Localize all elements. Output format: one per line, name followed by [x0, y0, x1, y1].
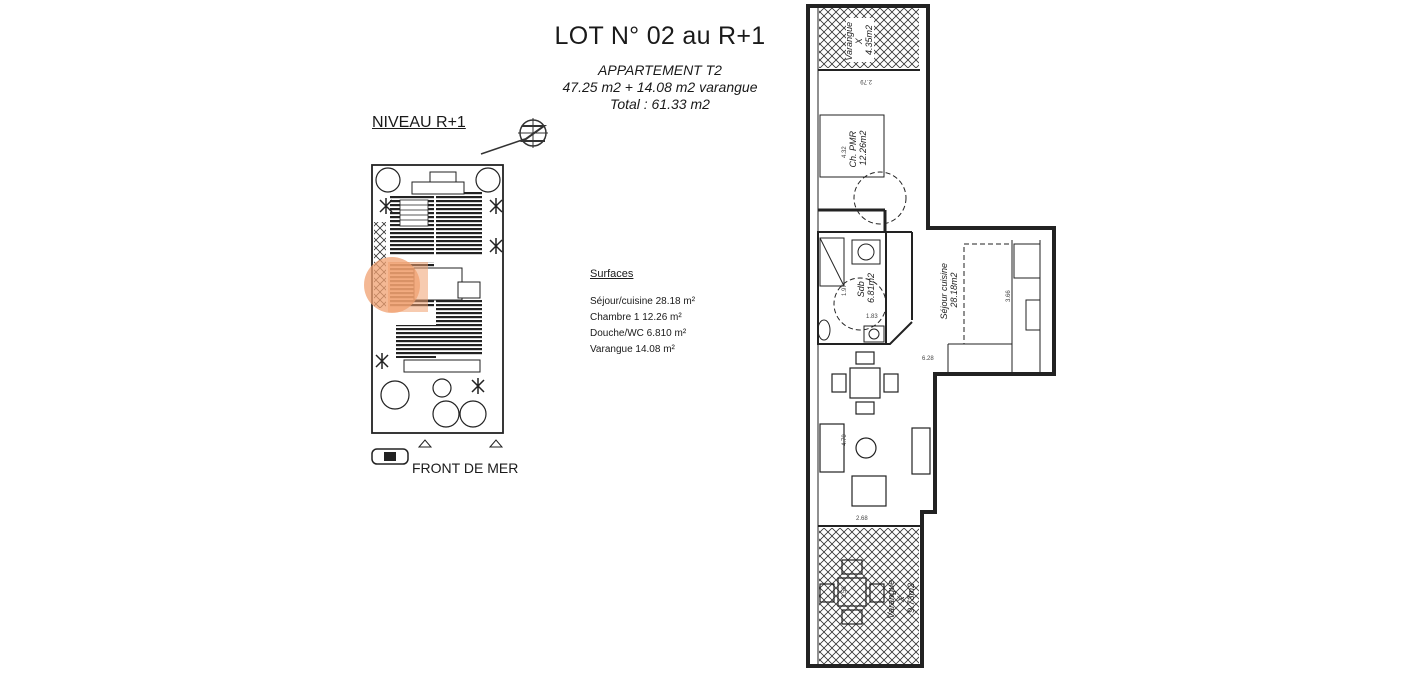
front-de-mer-label: FRONT DE MER [412, 460, 519, 476]
apartment-areas: 47.25 m2 + 14.08 m2 varangue [562, 79, 758, 95]
surface-item: Chambre 1 12.26 m² [590, 312, 682, 323]
room-label: Sdb 6.81m2 [856, 273, 876, 303]
room-label: Séjour cuisine 28.18m2 [939, 260, 959, 319]
lot-title: LOT N° 02 au R+1 [554, 22, 766, 50]
bathroom-fixtures [817, 237, 885, 343]
surfaces-list: Surfaces Séjour/cuisine 28.18 m² Chambre… [590, 266, 695, 358]
terrace-furniture [819, 559, 885, 625]
floor-plan-walls [806, 4, 1056, 668]
surface-item: Varangue 14.08 m² [590, 344, 675, 355]
dimension-label: 4.70 [842, 434, 848, 446]
dimension-label: 4.32 [842, 146, 848, 158]
apartment-type: APPARTEMENT T2 [598, 62, 722, 78]
tree-icon [375, 167, 501, 428]
dimension-label: 3.56 [842, 586, 848, 598]
north-arrow-icon [480, 118, 548, 155]
dimension-label: 3.66 [1006, 290, 1012, 302]
level-label: NIVEAU R+1 [372, 114, 466, 131]
front-marker [417, 439, 504, 448]
apartment-total: Total : 61.33 m2 [610, 96, 710, 112]
dimension-label: 1.83 [866, 314, 878, 320]
car-icon [371, 448, 409, 465]
dimension-label: 1.97 [842, 284, 848, 296]
surfaces-header: Surfaces [590, 268, 634, 280]
apartment-subtitle: APPARTEMENT T2 47.25 m2 + 14.08 m2 varan… [520, 62, 800, 113]
room-label: Varangue X 9.73m2 [886, 577, 916, 618]
palm-icon [375, 198, 503, 394]
room-label: Varangue X 4.35m2 [844, 19, 874, 60]
dimension-label: 6.28 [922, 356, 934, 362]
dimension-label: 2.79 [860, 78, 872, 84]
living-furniture [819, 351, 931, 507]
dimension-label: 2.68 [856, 516, 868, 522]
clearance-circles [833, 171, 1013, 345]
surface-item: Douche/WC 6.810 m² [590, 328, 687, 339]
surface-item: Séjour/cuisine 28.18 m² [590, 296, 696, 307]
bed-icon [819, 114, 885, 178]
lot-highlight [364, 257, 428, 313]
room-label: Ch. PMR 12.26m2 [848, 128, 868, 167]
